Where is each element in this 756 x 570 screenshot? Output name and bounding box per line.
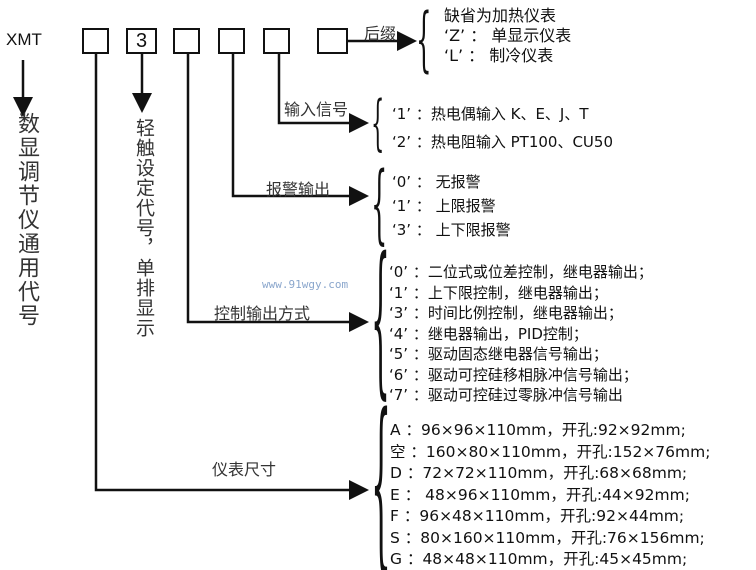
input-brace: { (371, 88, 385, 158)
suffix-label: 后缀 (364, 24, 397, 43)
size-option: E ： 48×96×110mm，开孔:44×92mm; (390, 485, 690, 504)
size-option: A ：96×96×110mm，开孔:92×92mm; (390, 421, 686, 439)
prefix-xmt: XMT (6, 30, 42, 49)
code-box-suffix (317, 28, 348, 54)
control-arrow (186, 54, 369, 332)
size-brace: { (371, 374, 392, 570)
alarm-output-label: 报警输出 (266, 180, 331, 199)
code-box-size (82, 28, 109, 54)
control-option: ‘5’ ：驱动固态继电器信号输出； (389, 345, 608, 363)
size-arrow (94, 54, 369, 500)
size-option: S ：80×160×110mm，开孔:76×156mm; (390, 528, 705, 547)
control-option: ‘4’ ：继电器输出，PID控制； (389, 324, 588, 343)
size-option: D ：72×72×110mm，开孔:68×68mm; (390, 464, 688, 482)
control-option: ‘7’ ：驱动可控硅过零脉冲信号输出 (389, 386, 623, 404)
size-option: 空 ：160×80×110mm，开孔:152×76mm; (390, 442, 711, 461)
size-option: G ：48×48×110mm，开孔:45×45mm; (390, 550, 688, 568)
suffix-brace: { (416, 0, 432, 80)
input-signal-label: 输入信号 (284, 100, 349, 119)
suffix-options: 缺省为加热仪表 ‘Z’ ： 单显示仪表 ‘L’ ： 制冷仪表 (444, 6, 571, 66)
control-option: ‘6’ ：驱动可控硅移相脉冲信号输出； (389, 365, 638, 384)
code-box-input (263, 28, 290, 54)
suffix-option: ‘L’ ： 制冷仪表 (444, 46, 554, 65)
alarm-output-options: ‘0’ ： 无报警 ‘1’ ： 上限报警 ‘3’ ： 上下限报警 (392, 170, 511, 242)
alarm-option: ‘1’ ： 上限报警 (392, 197, 496, 215)
alarm-arrow (231, 54, 369, 206)
suffix-option: ‘Z’ ： 单显示仪表 (444, 26, 572, 45)
size-label: 仪表尺寸 (212, 460, 277, 479)
size-option: F ：96×48×110mm，开孔:92×44mm; (390, 507, 685, 525)
input-option: ‘2’ ：热电阻输入 PT100、CU50 (392, 133, 613, 151)
input-signal-options: ‘1’ ：热电偶输入 K、E、J、T ‘2’ ：热电阻输入 PT100、CU50 (392, 100, 613, 156)
control-option: ‘1’ ：上下限控制，继电器输出； (389, 283, 608, 302)
alarm-brace: { (371, 154, 388, 254)
code-box-control (173, 28, 200, 54)
control-output-label: 控制输出方式 (214, 304, 311, 323)
control-output-options: ‘0’ ：二位式或位差控制，继电器输出； ‘1’ ：上下限控制，继电器输出； ‘… (389, 262, 653, 406)
code-box-setting: 3 (126, 28, 157, 54)
control-option: ‘0’ ：二位式或位差控制，继电器输出； (389, 263, 653, 281)
control-brace: { (371, 222, 390, 414)
control-option: ‘3’ ：时间比例控制，继电器输出； (389, 304, 623, 322)
box2-label: 轻触设定代号，单排显示 (133, 118, 155, 338)
suffix-option: 缺省为加热仪表 (444, 6, 557, 25)
left-label: 数显调节仪通用代号 (14, 112, 39, 328)
watermark: www.91wgy.com (262, 278, 349, 291)
input-arrow (277, 54, 369, 133)
alarm-option: ‘3’ ： 上下限报警 (392, 221, 511, 239)
input-option: ‘1’ ：热电偶输入 K、E、J、T (392, 105, 589, 123)
alarm-option: ‘0’ ： 无报警 (392, 173, 481, 191)
size-options: A ：96×96×110mm，开孔:92×92mm; 空 ：160×80×110… (390, 420, 710, 570)
code-box-alarm (218, 28, 245, 54)
